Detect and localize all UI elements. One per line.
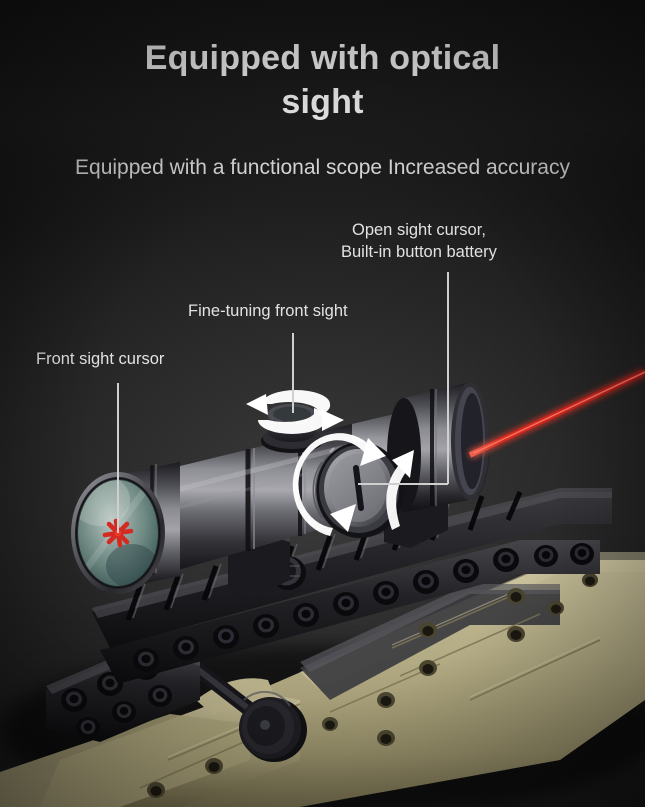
page-subtitle: Equipped with a functional scope Increas… <box>75 156 570 179</box>
page-title-line-1: Equipped with optical <box>144 39 501 77</box>
callout-open-sight-line-1: Open sight cursor, <box>352 221 486 239</box>
page-title-line-2: sight <box>281 83 364 121</box>
leader-line-front-sight-cursor <box>117 383 119 533</box>
callout-front-sight-cursor: Front sight cursor <box>36 350 165 368</box>
leader-line-open-sight-horizontal <box>358 483 448 485</box>
page-title: Equipped with optical sight <box>0 36 645 124</box>
red-laser-beam <box>467 367 645 460</box>
callout-fine-tuning-front-sight: Fine-tuning front sight <box>188 302 348 320</box>
leader-line-open-sight-vertical <box>447 272 449 484</box>
callout-open-sight-built-in-battery: Open sight cursor, Built-in button batter… <box>341 219 497 263</box>
callout-open-sight-line-2: Built-in button battery <box>341 243 497 261</box>
leader-line-fine-tuning-front-sight <box>292 333 294 413</box>
